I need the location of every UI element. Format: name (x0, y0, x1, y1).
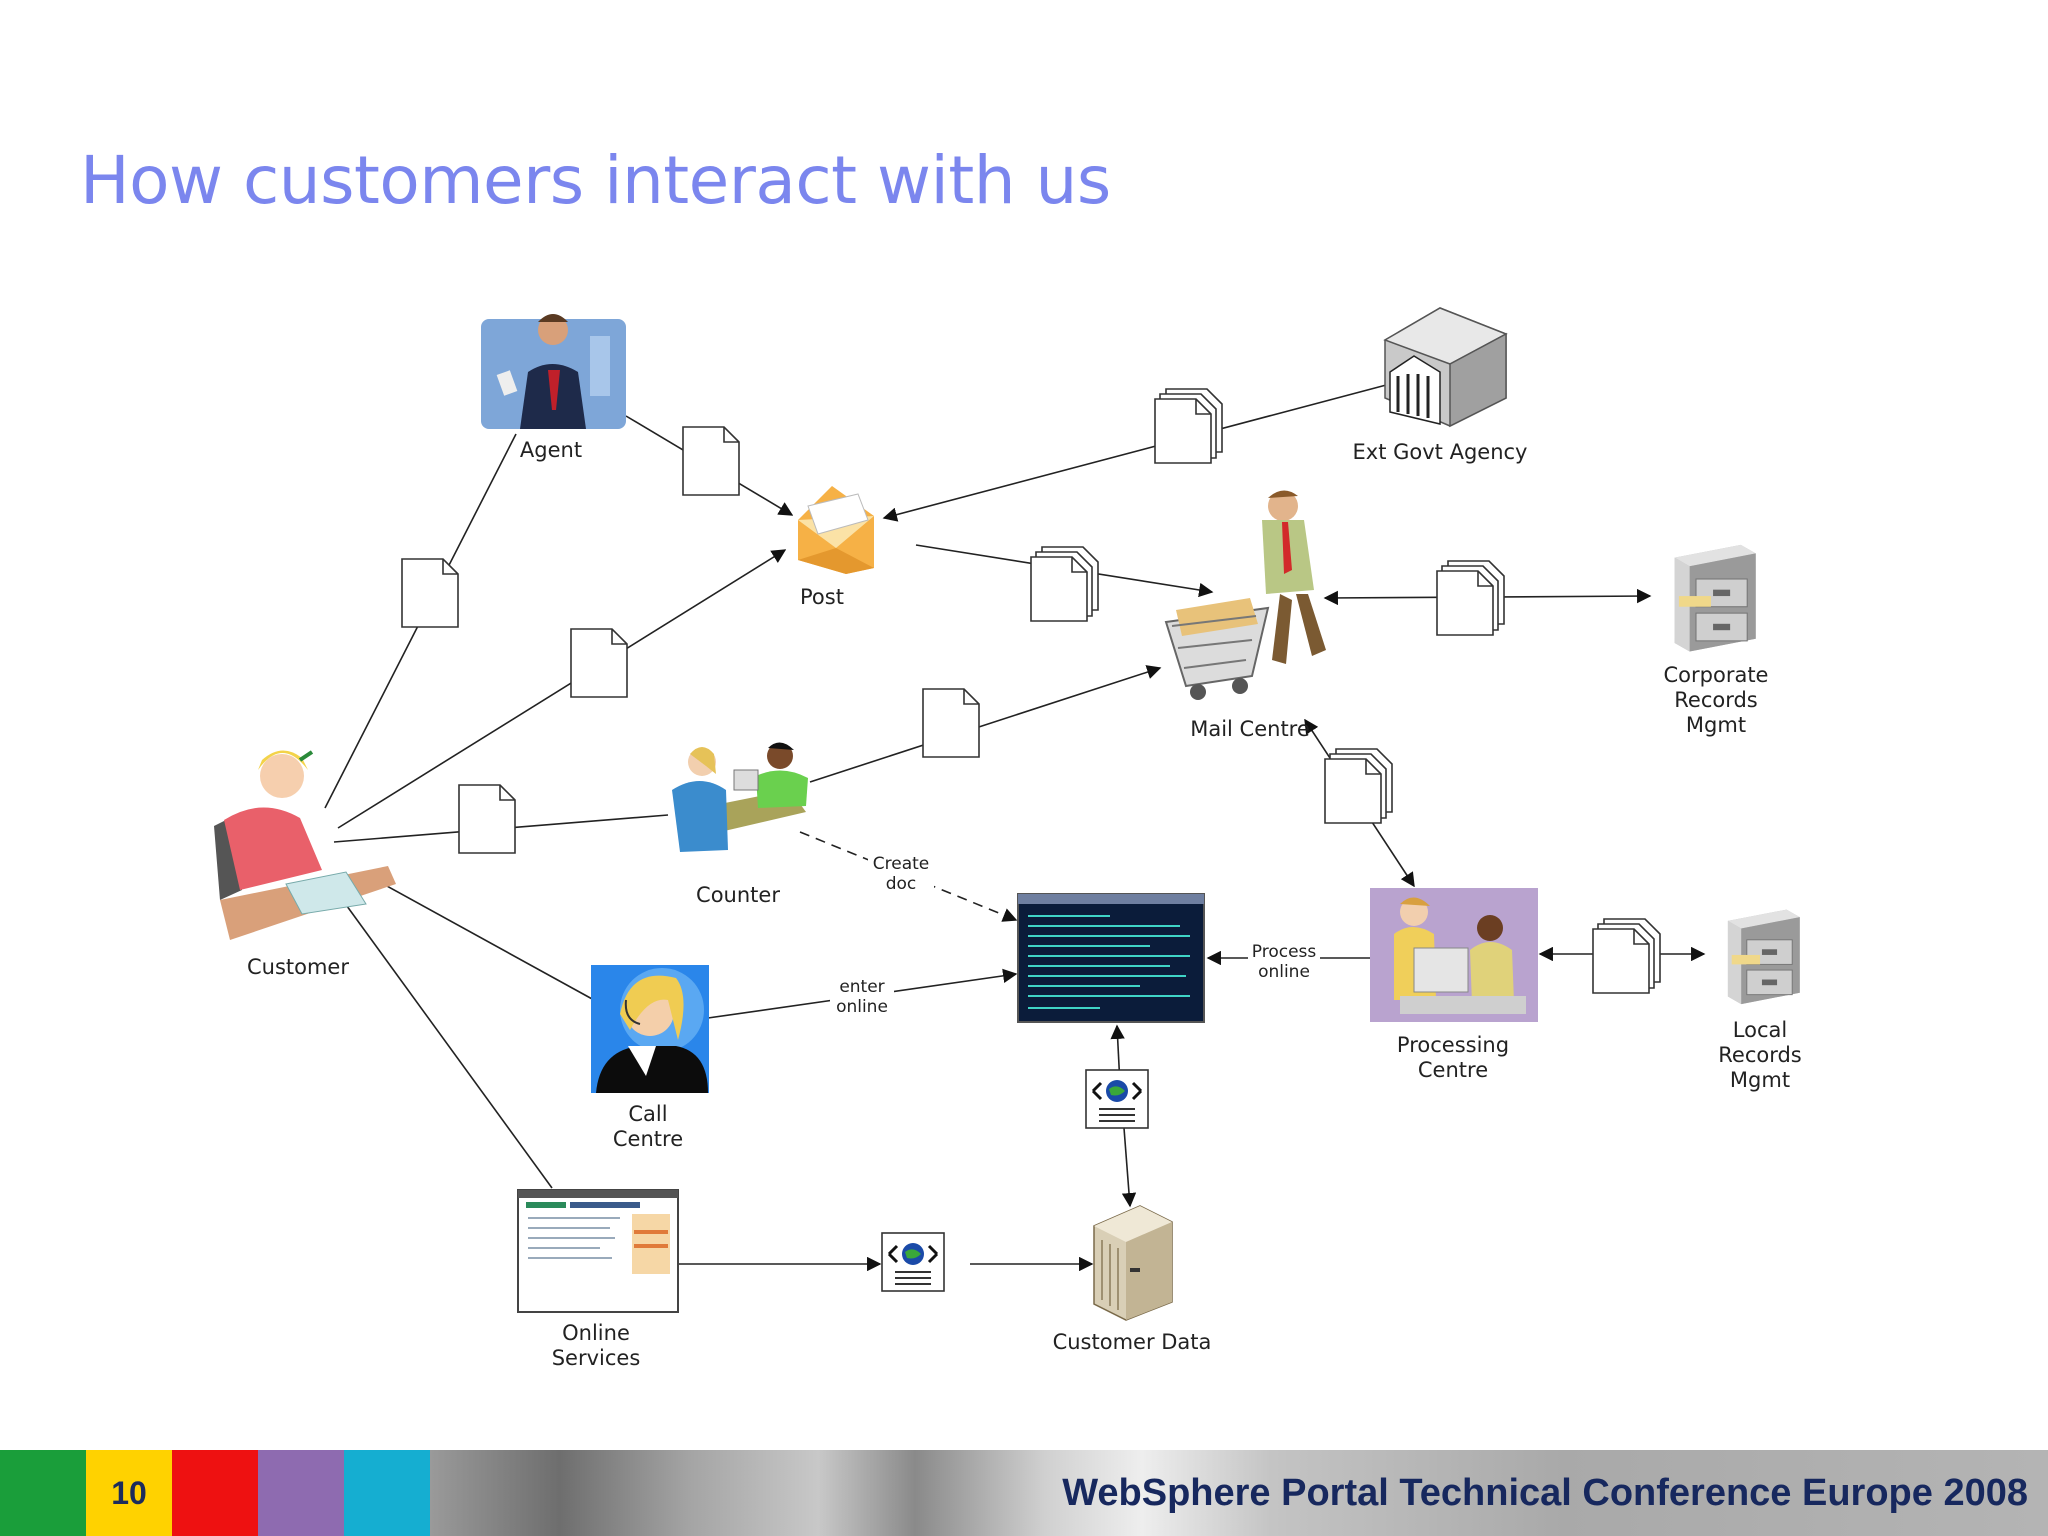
mail-centre-label: Mail Centre (1190, 717, 1310, 741)
document-icon (458, 784, 516, 854)
processing-centre-icon (1370, 888, 1538, 1022)
documents-icon (1030, 546, 1099, 622)
document-icon (570, 628, 628, 698)
filing-cabinet-icon (1674, 544, 1757, 653)
documents-icon (1324, 748, 1393, 824)
local-records-label-line1: Local (1733, 1018, 1787, 1042)
corporate-records-label-line2: Records (1674, 688, 1758, 712)
call-centre-label-line2: Centre (613, 1127, 683, 1151)
online-services-label-line1: Online (562, 1321, 630, 1345)
create-doc-label-line1: Create (873, 854, 930, 874)
web-document-icon (881, 1232, 945, 1292)
web-document-icon (1085, 1069, 1149, 1129)
document-icon (682, 426, 740, 496)
footer-bar: 10 WebSphere Portal Technical Conference… (0, 1450, 2048, 1536)
server-icon (1093, 1205, 1173, 1321)
color-block-green (0, 1450, 86, 1536)
enter-online-label-line2: online (836, 997, 888, 1017)
page-number: 10 (111, 1475, 147, 1511)
local-records-label-line3: Mgmt (1730, 1068, 1790, 1092)
terminal-screen-icon (1017, 893, 1205, 1023)
documents-icon (1436, 560, 1505, 636)
mail-cart-icon (1164, 490, 1326, 700)
document-icon (401, 558, 459, 628)
documents-icon (1592, 918, 1661, 994)
filing-cabinet-icon (1727, 909, 1801, 1005)
counter-service-icon (672, 742, 808, 852)
documents-icon (1154, 388, 1223, 464)
processing-centre-label-line1: Processing (1397, 1033, 1509, 1057)
corporate-records-label-line3: Mgmt (1686, 713, 1746, 737)
process-online-label-line1: Process (1252, 942, 1317, 962)
photo-strip (430, 1450, 2048, 1536)
create-doc-label-line2: doc (886, 874, 917, 894)
post-label: Post (800, 585, 844, 609)
color-block-cyan (344, 1450, 430, 1536)
online-services-label-line2: Services (552, 1346, 641, 1370)
counter-label: Counter (696, 883, 780, 907)
color-block-red (172, 1450, 258, 1536)
process-online-label-line2: online (1258, 962, 1310, 982)
enter-online-label-line1: enter (839, 977, 884, 997)
ext-govt-agency-label: Ext Govt Agency (1353, 440, 1528, 464)
processing-centre-label-line2: Centre (1418, 1058, 1488, 1082)
government-building-icon (1383, 307, 1508, 428)
document-icon (922, 688, 980, 758)
corporate-records-label-line1: Corporate (1664, 663, 1769, 687)
local-records-label-line2: Records (1718, 1043, 1802, 1067)
slide-title: How customers interact with us (80, 142, 1111, 219)
conference-name: WebSphere Portal Technical Conference Eu… (1062, 1472, 2028, 1514)
customer-data-label: Customer Data (1053, 1330, 1212, 1354)
agent-icon (481, 314, 626, 429)
web-browser-icon (517, 1189, 679, 1313)
customer-icon (214, 750, 396, 940)
agent-label: Agent (520, 438, 582, 462)
color-block-purple (258, 1450, 344, 1536)
call-centre-agent-icon (591, 965, 709, 1093)
customer-label: Customer (247, 955, 349, 979)
color-block-yellow (86, 1450, 172, 1536)
envelope-icon (798, 486, 874, 574)
call-centre-label-line1: Call (628, 1102, 667, 1126)
